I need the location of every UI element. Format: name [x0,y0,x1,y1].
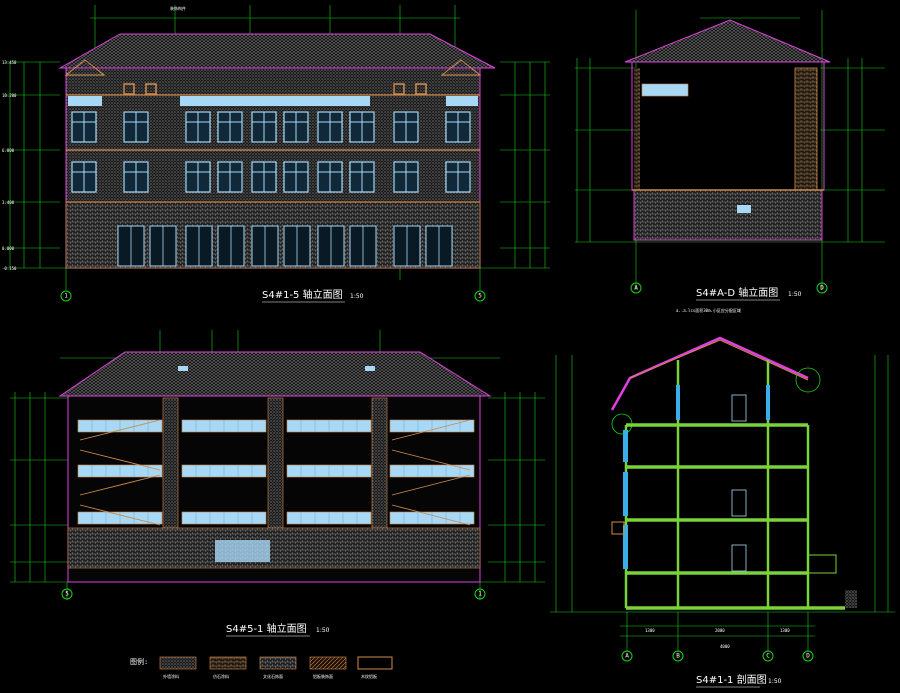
front-elevation-scale: 1:50 [350,293,364,300]
rear-elevation [10,330,545,600]
rear-elevation-title: S4#5-1 轴立面图 [226,622,307,635]
legend-title: 图例: [130,657,148,666]
level-mark: 6.800 [2,148,15,153]
axis-bubble-section-d: D [806,653,810,660]
section-scale: 1:50 [768,678,782,685]
axis-bubble-front-left: 1 [64,293,68,300]
section-title: S4#1-1 剖面图 [696,673,767,686]
section-total-dim: 4000 [720,644,730,649]
rear-elevation-scale: 1:50 [316,627,330,634]
ornament [123,83,135,95]
legend-label: 木纹铝板 [361,673,377,679]
axis-bubble-side-left: A [634,285,638,292]
section-dim-3: 1300 [780,628,790,633]
axis-bubble-section-c: C [766,653,770,660]
legend-swatch [259,656,297,670]
level-marks: 13.450 10.200 6.800 3.400 0.000 -0.150 [2,60,17,271]
side-elevation-note: a..a.lcs面积30m.小区应分配区域 [676,307,741,313]
ornament [415,83,427,95]
legend-swatch [209,656,247,670]
section-axis-bubbles: A B C D [621,650,814,662]
level-mark: 3.400 [2,200,15,205]
side-elevation-title: S4#A-D 轴立面图 [696,286,778,299]
axis-bubble-front-right: 5 [478,293,482,300]
legend-swatch [159,656,197,670]
section-dim-1: 1300 [645,628,655,633]
front-elevation: 装饰构件 [5,5,550,290]
level-mark: 0.000 [2,246,15,251]
axis-bubble-side-right: D [820,285,824,292]
front-elevation-title: S4#1-5 轴立面图 [262,288,343,301]
ornament [393,83,405,95]
legend-label: 文化石饰面 [263,673,283,679]
ornament [145,83,157,95]
svg-text:装饰构件: 装饰构件 [170,5,186,11]
side-elevation [575,10,885,290]
legend: 图例: 外墙涂料 仿石涂料 文化石饰面 铝板装饰面 木纹铝板 [130,656,393,679]
axis-bubble-rear-right: 1 [478,591,482,598]
level-mark: -0.150 [2,266,17,271]
legend-label: 仿石涂料 [213,673,229,679]
level-mark: 10.200 [2,93,17,98]
axis-bubble-section-b: B [676,653,680,660]
legend-label: 铝板装饰面 [313,673,333,679]
level-mark: 13.450 [2,60,17,65]
legend-label: 外墙涂料 [163,673,179,679]
section-drawing [550,336,895,652]
legend-swatch [309,656,347,670]
side-elevation-scale: 1:50 [788,291,802,298]
legend-swatch [357,656,393,670]
axis-bubble-section-a: A [625,653,629,660]
axis-bubble-rear-left: 5 [65,591,69,598]
section-dim-2: 2000 [715,628,725,633]
